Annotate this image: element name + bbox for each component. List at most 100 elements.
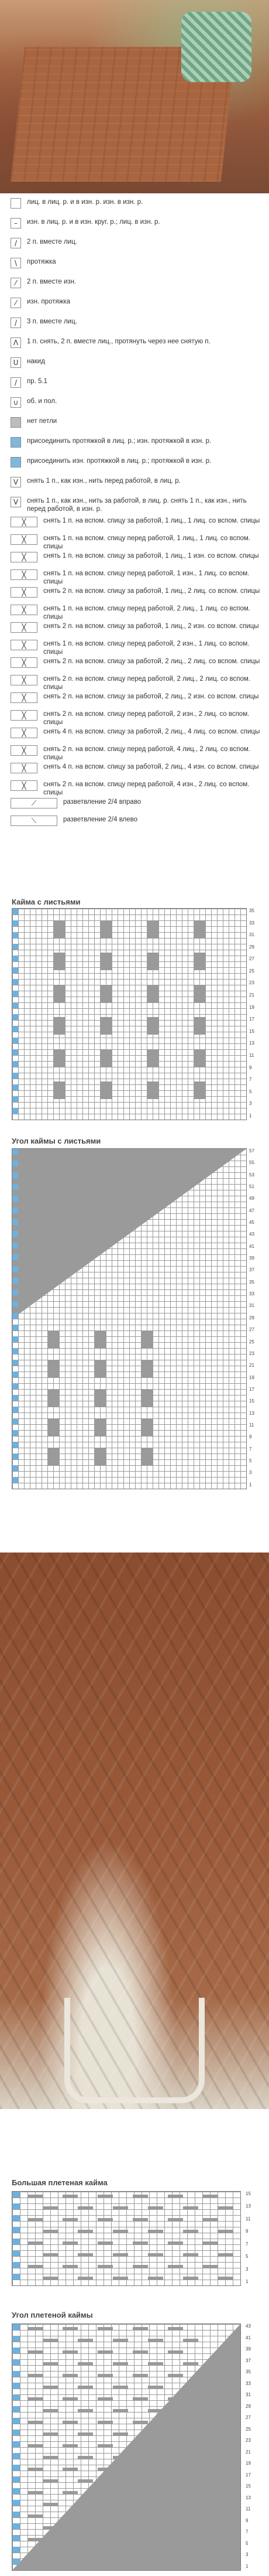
cable-cross-mark [183, 2386, 198, 2389]
join-stitch-cell [12, 1231, 18, 1237]
cable-cross-mark [98, 2421, 113, 2424]
cable-cross-mark [63, 2327, 78, 2331]
cable-cross-mark [113, 2277, 128, 2280]
legend-symbol-icon: ╳ [11, 569, 37, 580]
row-number: 7 [249, 1077, 252, 1083]
row-number: 27 [246, 2415, 251, 2421]
cable-cross-mark [168, 2218, 183, 2222]
no-stitch-cell [194, 985, 205, 1002]
join-stitch-cell [12, 1418, 18, 1424]
legend-item: ╳снять 1 п. на вспом. спицу за работой, … [11, 517, 263, 527]
legend-description: снять 2 п. на вспом. спицу за работой, 2… [43, 693, 259, 700]
legend-item: ╳ снять 2 п. на вспом. спицу перед работо… [11, 710, 263, 726]
join-stitch-cell [12, 1454, 18, 1459]
cable-cross-mark [98, 2195, 113, 2198]
legend-item: ╳снять 2 п. на вспом. спицу за работой, … [11, 622, 263, 633]
cable-cross-mark [98, 2397, 113, 2401]
legend-item: присоединить изн. протяжкой в лиц. р.; п… [11, 457, 263, 468]
no-stitch-cell [53, 1081, 65, 1099]
cable-cross-mark [168, 2195, 183, 2198]
cable-cross-mark [43, 2339, 58, 2342]
cable-cross-mark [27, 2241, 43, 2245]
legend-description: снять 2 п. на вспом. спицу перед работой… [43, 711, 250, 726]
row-number: 9 [246, 2229, 249, 2234]
cable-cross-mark [98, 2327, 113, 2331]
cable-cross-mark [27, 2538, 43, 2541]
no-stitch-cell [194, 1081, 205, 1099]
legend-symbol-icon: ╳ [11, 605, 37, 615]
join-stitch-cell [12, 2371, 20, 2377]
cable-cross-mark [168, 2374, 183, 2377]
row-number: 25 [246, 2426, 251, 2432]
no-stitch-cell [147, 920, 158, 938]
cable-cross-mark [133, 2241, 148, 2245]
row-number: 3 [249, 1101, 252, 1107]
cable-cross-mark [113, 2253, 128, 2257]
row-number: 47 [249, 1207, 254, 1213]
join-stitch-cell [12, 1108, 18, 1114]
row-number: 13 [249, 1040, 254, 1046]
row-number: 3 [249, 1470, 252, 1476]
join-stitch-cell [12, 2523, 20, 2529]
chart-title-leaves-border: Кайма с листьями [12, 898, 81, 906]
cable-cross-mark [63, 2265, 78, 2268]
join-stitch-cell [12, 1084, 18, 1090]
legend-item: ⟋разветвление 2/4 вправо [11, 798, 263, 808]
join-stitch-cell [12, 2465, 20, 2471]
join-stitch-cell [12, 920, 18, 926]
legend-description: снять 1 п. на вспом. спицу перед работой… [43, 535, 250, 550]
row-number: 39 [249, 1255, 254, 1261]
cable-cross-mark [78, 2479, 93, 2483]
row-number: 41 [246, 2335, 251, 2340]
join-stitch-cell [12, 979, 18, 985]
cable-cross-mark [133, 2265, 148, 2268]
join-stitch-cell [12, 1073, 18, 1079]
legend-description: снять 2 п. на вспом. спицу перед работой… [43, 781, 250, 796]
cable-cross-mark [183, 2339, 198, 2342]
cable-cross-mark [27, 2327, 43, 2331]
join-stitch-cell [12, 1383, 18, 1389]
cable-cross-mark [27, 2397, 43, 2401]
row-number: 25 [249, 1339, 254, 1345]
legend-symbol-icon: ╳ [11, 710, 37, 721]
cable-cross-mark [218, 2206, 233, 2210]
legend-item: ╳снять 4 п. на вспом. спицу за работой, … [11, 728, 263, 738]
legend-symbol-icon: / [11, 377, 21, 388]
join-stitch-cell [12, 991, 18, 997]
join-stitch-cell [12, 1371, 18, 1377]
legend-item: ╳снять 1 п. на вспом. спицу перед работо… [11, 605, 263, 621]
cable-cross-mark [43, 2206, 58, 2210]
join-stitch-cell [12, 1207, 18, 1213]
legend-symbol-icon: ╳ [11, 780, 37, 791]
legend-symbol-icon: / [11, 238, 21, 248]
legend-description: снять 1 п., как изн., нить перед работой… [27, 477, 181, 485]
cable-cross-mark [43, 2479, 58, 2483]
no-stitch-cell [194, 920, 205, 938]
join-stitch-cell [12, 1313, 18, 1319]
join-stitch-cell [12, 1278, 18, 1284]
no-stitch-cell [53, 920, 65, 938]
cable-cross-mark [78, 2277, 93, 2280]
join-stitch-cell [12, 1336, 18, 1342]
cable-cross-mark [133, 2218, 148, 2222]
join-stitch-cell [12, 2192, 20, 2198]
cable-cross-mark [78, 2362, 93, 2366]
no-stitch-cell [94, 1330, 106, 1348]
chart-title-cable-corner: Угол плетеной каймы [12, 2311, 93, 2319]
cable-cross-mark [218, 2277, 233, 2280]
legend-symbol-icon: V [11, 497, 21, 507]
legend-symbol-icon: ╳ [11, 552, 37, 562]
join-stitch-cell [12, 2336, 20, 2342]
cable-cross-mark [98, 2350, 113, 2354]
legend-description: снять 4 п. на вспом. спицу за работой, 2… [43, 763, 259, 770]
legend-item: ╳снять 2 п. на вспом. спицу перед работо… [11, 745, 263, 762]
legend-description: снять 4 п. на вспом. спицу за работой, 2… [43, 728, 260, 735]
no-stitch-cell [94, 1389, 106, 1407]
row-number: 9 [246, 2517, 249, 2523]
row-number: 3 [246, 2266, 249, 2272]
cable-cross-mark [113, 2206, 128, 2210]
cable-cross-mark [98, 2218, 113, 2222]
legend-description: снять 2 п. на вспом. спицу перед работой… [43, 675, 250, 691]
cable-cross-mark [133, 2350, 148, 2354]
cable-cross-mark [113, 2409, 128, 2413]
